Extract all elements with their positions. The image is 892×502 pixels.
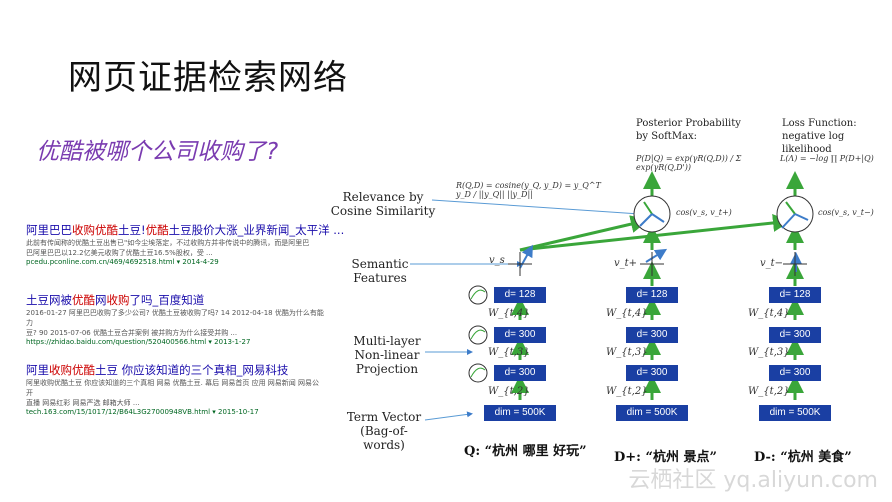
- dplus-label: D+: “杭州 景点”: [614, 450, 717, 465]
- term-vector-label: Term Vector (Bag-of-words): [346, 410, 422, 452]
- result-title[interactable]: 阿里收购优酷土豆 你应该知道的三个真相_网易科技: [26, 363, 289, 377]
- layer-300-q: d= 300: [494, 327, 546, 343]
- layer-300-dplus: d= 300: [626, 327, 678, 343]
- search-result-2[interactable]: 土豆网被优酷网收购了吗_百度知道 2016-01-27 阿里巴巴收购了多少公司?…: [26, 292, 326, 346]
- layer-300-dminus: d= 300: [769, 327, 821, 343]
- search-result-1[interactable]: 阿里巴巴收购优酷土豆!优酷土豆股价大涨_业界新闻_太平洋 ... 此前有传闻称的…: [26, 222, 344, 266]
- slide-title: 网页证据检索网络: [68, 58, 348, 98]
- layer-500k-q: dim = 500K: [484, 405, 556, 421]
- semantic-label: Semantic Features: [351, 257, 409, 285]
- result-snippet: 阿里收购优酷土豆 你应该知道的三个真相 网易 优酷土豆. 幕后 网易首页 应用 …: [26, 379, 320, 407]
- term-pointer: [424, 411, 473, 421]
- cos-plus-label: cos(v_s, v_t+): [676, 208, 732, 217]
- posterior-label: Posterior Probability by SoftMax:: [636, 118, 741, 142]
- w4-dplus: W_{t,4}: [606, 308, 648, 319]
- w2-dminus: W_{t,2}: [748, 386, 790, 397]
- vs-label: v_s: [489, 255, 505, 266]
- relevance-label: Relevance by Cosine Similarity: [330, 190, 436, 218]
- result-snippet: 此前有传闻称的优酷土豆出售已"如今尘埃落定，不过收购方并非传说中的腾讯，而是阿里…: [26, 239, 310, 257]
- vt-plus-label: v_t+: [614, 258, 638, 269]
- layer-500k-dplus: dim = 500K: [616, 405, 688, 421]
- layer-128-dminus: d= 128: [769, 287, 821, 303]
- w2-dplus: W_{t,2}: [606, 386, 648, 397]
- question-text: 优酷被哪个公司收购了?: [36, 139, 279, 165]
- result-title[interactable]: 土豆网被优酷网收购了吗_百度知道: [26, 293, 205, 307]
- cosine-circle-plus: [633, 195, 671, 233]
- w3-dplus: W_{t,3}: [606, 347, 648, 358]
- layer-128-dplus: d= 128: [626, 287, 678, 303]
- cos-minus-label: cos(v_s, v_t−): [818, 208, 874, 217]
- search-result-3[interactable]: 阿里收购优酷土豆 你应该知道的三个真相_网易科技 阿里收购优酷土豆 你应该知道的…: [26, 362, 326, 416]
- layer-300b-q: d= 300: [494, 365, 546, 381]
- relevance-pointer: [431, 199, 643, 217]
- result-url[interactable]: https://zhidao.baidu.com/question/520400…: [26, 338, 251, 346]
- loss-formula: L(Λ) = −log ∏ P(D+|Q): [780, 154, 874, 163]
- layer-500k-dminus: dim = 500K: [759, 405, 831, 421]
- query-label: Q: “杭州 哪里 好玩”: [464, 444, 587, 459]
- dminus-label: D-: “杭州 美食”: [754, 450, 852, 465]
- layer-300b-dminus: d= 300: [769, 365, 821, 381]
- w4-dminus: W_{t,4}: [748, 308, 790, 319]
- cosine-circle-minus: [776, 195, 814, 233]
- watermark: 云栖社区 yq.aliyun.com: [628, 468, 878, 493]
- posterior-formula: P(D|Q) = exp(γR(Q,D)) / Σ exp(γR(Q,D')): [636, 154, 742, 172]
- vt-minus-label: v_t−: [760, 258, 784, 269]
- result-url[interactable]: pcedu.pconline.com.cn/469/4692518.html ▾…: [26, 258, 219, 266]
- layer-300b-dplus: d= 300: [626, 365, 678, 381]
- w4-q: W_{t,4}: [488, 308, 530, 319]
- loss-label: Loss Function: negative log likelihood: [782, 118, 857, 155]
- layer-128-q: d= 128: [494, 287, 546, 303]
- w3-dminus: W_{t,3}: [748, 347, 790, 358]
- w3-q: W_{t,3}: [488, 347, 530, 358]
- multilayer-label: Multi-layer Non-linear Projection: [353, 334, 421, 376]
- result-snippet: 2016-01-27 阿里巴巴收购了多少公司? 优酷土豆被收购了吗? 14 20…: [26, 309, 324, 337]
- result-title[interactable]: 阿里巴巴收购优酷土豆!优酷土豆股价大涨_业界新闻_太平洋 ...: [26, 223, 345, 237]
- result-url[interactable]: tech.163.com/15/1017/12/B64L3G27000948VB…: [26, 408, 259, 416]
- relevance-formula: R(Q,D) = cosine(y_Q, y_D) = y_Q^T y_D / …: [456, 181, 601, 199]
- w2-q: W_{t,2}: [488, 386, 530, 397]
